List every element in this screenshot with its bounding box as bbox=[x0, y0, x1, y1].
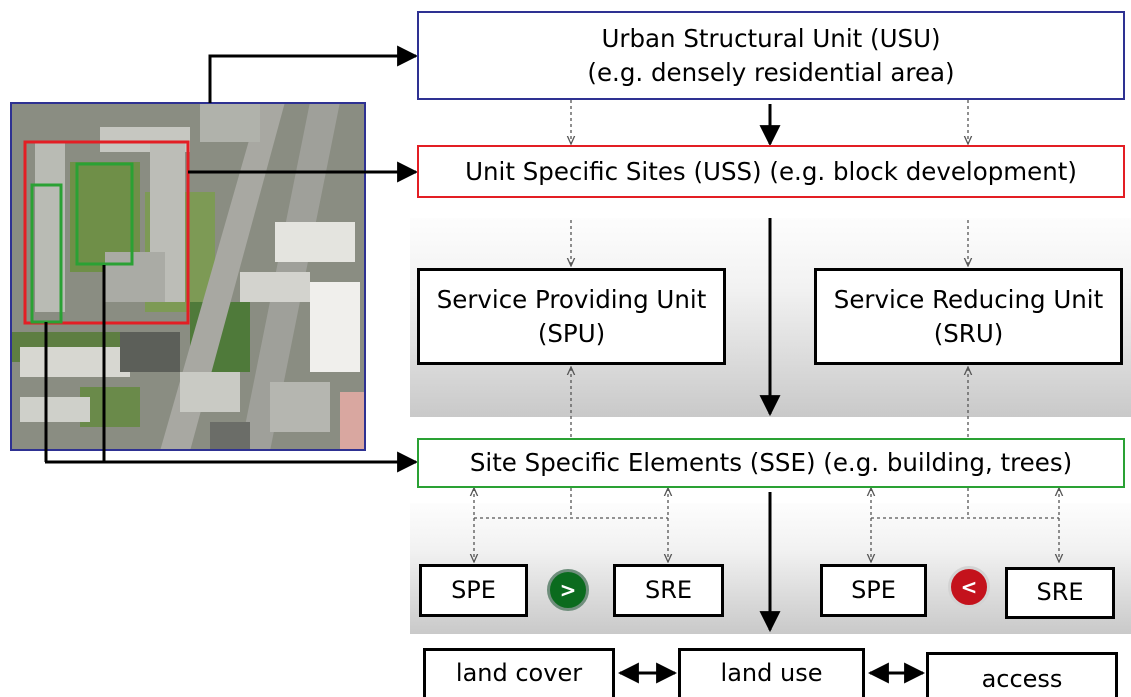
spu-title: Service Providing Unit bbox=[436, 284, 707, 314]
left-spe-box: SPE bbox=[419, 564, 528, 617]
land-cover-label: land cover bbox=[455, 659, 583, 688]
right-sre-label: SRE bbox=[1036, 578, 1084, 607]
sru-title: Service Reducing Unit bbox=[833, 284, 1104, 314]
sse-label: Site Specific Elements (SSE) (e.g. build… bbox=[469, 448, 1073, 478]
sse-box: Site Specific Elements (SSE) (e.g. build… bbox=[417, 438, 1125, 488]
land-cover-box: land cover bbox=[423, 648, 615, 697]
aerial-photo bbox=[10, 102, 366, 451]
left-sre-box: SRE bbox=[613, 564, 724, 617]
left-sre-label: SRE bbox=[644, 575, 693, 604]
access-box: access bbox=[926, 652, 1118, 697]
right-spe-label: SPE bbox=[851, 575, 896, 604]
access-label: access bbox=[981, 665, 1063, 694]
less-than-symbol: < bbox=[948, 566, 990, 608]
left-spe-label: SPE bbox=[451, 575, 496, 604]
usu-title: Urban Structural Unit (USU) bbox=[601, 23, 941, 53]
land-use-label: land use bbox=[720, 659, 823, 688]
right-sre-box: SRE bbox=[1005, 567, 1115, 619]
spu-abbr: (SPU) bbox=[537, 318, 606, 348]
spu-box: Service Providing Unit (SPU) bbox=[417, 268, 726, 365]
uss-box: Unit Specific Sites (USS) (e.g. block de… bbox=[417, 145, 1125, 198]
usu-example: (e.g. densely residential area) bbox=[587, 57, 955, 87]
usu-box: Urban Structural Unit (USU) (e.g. densel… bbox=[417, 11, 1125, 100]
right-spe-box: SPE bbox=[820, 564, 927, 617]
sru-box: Service Reducing Unit (SRU) bbox=[814, 268, 1123, 365]
greater-than-symbol: > bbox=[547, 569, 589, 611]
photo-to-usu-arrow bbox=[208, 45, 419, 103]
uss-label: Unit Specific Sites (USS) (e.g. block de… bbox=[465, 156, 1077, 186]
sru-abbr: (SRU) bbox=[933, 318, 1004, 348]
land-use-box: land use bbox=[678, 648, 865, 697]
